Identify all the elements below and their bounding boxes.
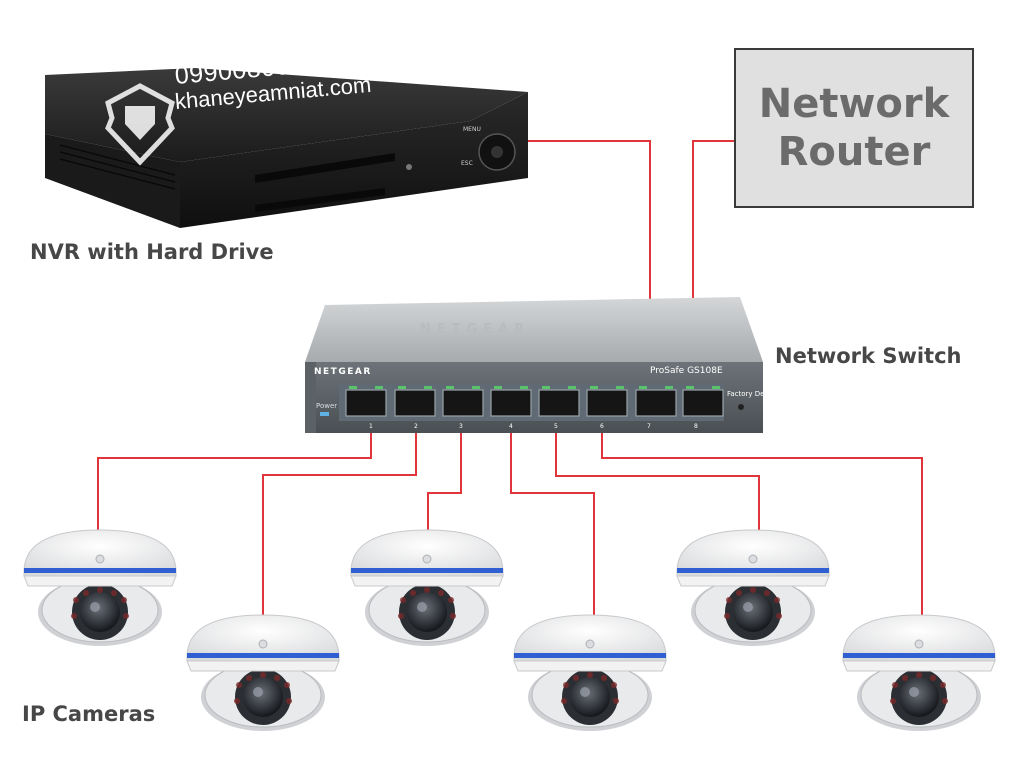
ip-camera-1 [23,529,177,647]
cable-camera-3 [427,425,462,530]
watermark: 09900800659 khaneyeamniat.com [174,48,372,115]
network-router: Network Router [734,48,974,208]
nvr-label: NVR with Hard Drive [30,240,274,264]
port-number: 7 [647,423,651,430]
ip-camera-3 [350,529,504,647]
ip-camera-6 [842,614,996,732]
cable-camera-5 [555,425,760,530]
nvr-esc-label: ESC [461,160,473,167]
port-number: 4 [509,423,513,430]
nvr-device: MENU ESC [45,68,528,228]
switch-top-brand: NETGEAR [420,322,530,337]
port-number: 6 [600,423,604,430]
port-number: 8 [694,423,698,430]
cameras-label: IP Cameras [22,702,156,726]
cable-camera-1 [97,425,372,530]
port-number: 3 [459,423,463,430]
shield-logo-icon [105,83,175,166]
cable-camera-2 [262,425,417,615]
cable-camera-6 [601,425,923,615]
switch-model: ProSafe GS108E [650,366,723,376]
ip-camera-4 [513,614,667,732]
router-label-line1: Network [758,81,950,127]
port-number: 5 [554,423,558,430]
network-switch: NETGEAR NETGEAR ProSafe GS108E Power Fac… [305,297,784,433]
ip-camera-5 [676,529,830,647]
switch-brand: NETGEAR [314,367,372,377]
port-number: 1 [369,423,373,430]
router-label-line2: Router [777,129,931,175]
port-number: 2 [414,423,418,430]
switch-power-label: Power [316,402,337,410]
switch-reset-label: Factory Defaults [727,390,784,398]
switch-label: Network Switch [775,344,962,368]
cable-camera-4 [510,425,595,615]
nvr-menu-label: MENU [463,126,481,133]
switch-ports [345,389,724,417]
ip-camera-2 [186,614,340,732]
